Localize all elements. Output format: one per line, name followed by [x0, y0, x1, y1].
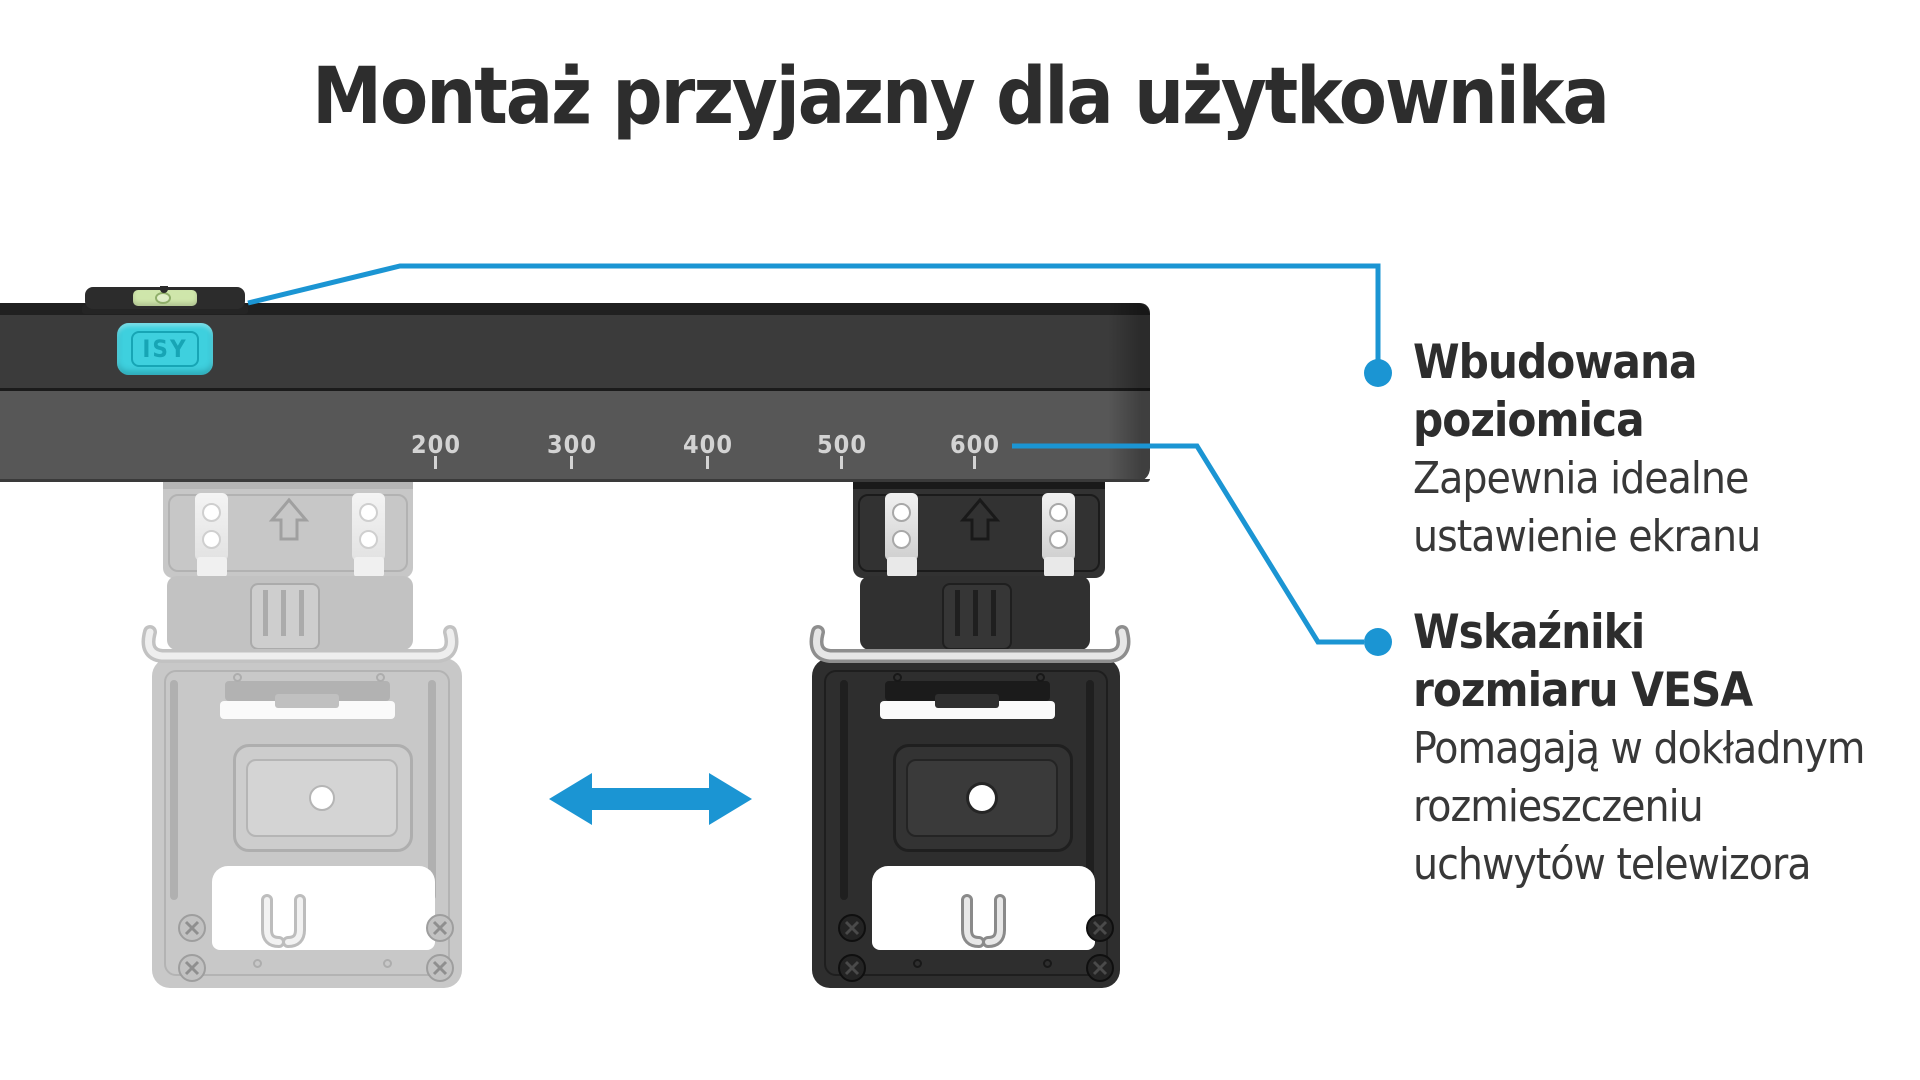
- black-metal-tab-right: [1042, 493, 1075, 561]
- scale-tick-600: [973, 456, 976, 469]
- gray-tab-extension: [197, 557, 227, 577]
- gray-top-slot-recess: [225, 681, 390, 701]
- black-tab-hole: [892, 503, 911, 522]
- gray-clamp-ridge: [281, 590, 286, 636]
- black-clamp-ridge: [955, 590, 960, 636]
- black-tab-hole: [1049, 530, 1068, 549]
- gray-top-slot: [220, 701, 395, 719]
- callout-level-body-line: ustawienie ekranu: [1413, 511, 1761, 562]
- vesa-scale-label-200: 200: [411, 430, 461, 459]
- black-plate-hole: [1036, 673, 1045, 682]
- callout-vesa: Wskaźniki rozmiaru VESA Pomagają w dokła…: [1413, 604, 1893, 894]
- black-hook-inner-frame: [858, 494, 1100, 572]
- gray-clamp-ridge: [299, 590, 304, 636]
- callout-level-body-line: Zapewnia idealne: [1413, 453, 1749, 504]
- gray-plate-hole: [383, 959, 392, 968]
- gray-tab-hole: [202, 530, 221, 549]
- scale-tick-500: [840, 456, 843, 469]
- spirit-level-notch: [160, 286, 168, 293]
- gray-tab-extension: [354, 557, 384, 577]
- black-plate-groove-right: [1086, 680, 1094, 900]
- black-slot-tab: [935, 694, 999, 708]
- black-plate-hole: [1043, 959, 1052, 968]
- callout-level-heading: Wbudowana poziomica: [1413, 335, 1698, 448]
- gray-screws: [178, 914, 454, 982]
- gray-clamp-ridge: [263, 590, 268, 636]
- callout-vesa-body-line: uchwytów telewizora: [1413, 839, 1812, 890]
- black-plate-outline: [824, 670, 1108, 976]
- callout-dot-level: [1364, 359, 1392, 387]
- vesa-scale-label-300: 300: [547, 430, 597, 459]
- black-plate-groove-left: [840, 680, 848, 900]
- gray-metal-tab-right: [352, 493, 385, 561]
- rail-bottom-edge: [0, 479, 1150, 482]
- black-center-hole: [969, 785, 995, 811]
- black-plate-hole: [913, 959, 922, 968]
- isy-logo-outline: ISY: [131, 331, 199, 367]
- black-hook-top-strip: [853, 482, 1105, 489]
- callout-vesa-body-line: Pomagają w dokładnym: [1413, 723, 1865, 774]
- gray-up-arrow-icon: [268, 497, 310, 541]
- gray-center-hole: [309, 785, 335, 811]
- gray-tab-hole: [202, 503, 221, 522]
- gray-tab-hole: [359, 530, 378, 549]
- gray-metal-tab-left: [195, 493, 228, 561]
- black-up-arrow-icon: [959, 497, 1001, 541]
- gray-plate-outline: [164, 670, 450, 976]
- black-clamp-ridge: [991, 590, 996, 636]
- gray-plate-groove-right: [428, 680, 436, 900]
- gray-plate-groove-left: [170, 680, 178, 900]
- rail-divider-line: [0, 388, 1150, 391]
- black-tab-hole: [1049, 503, 1068, 522]
- gray-hook-top-strip: [163, 482, 413, 489]
- black-top-slot-recess: [885, 681, 1050, 701]
- callout-level: Wbudowana poziomica Zapewnia idealne ust…: [1413, 334, 1893, 566]
- gray-spring-wire: [141, 625, 459, 663]
- black-tab-hole: [892, 530, 911, 549]
- page-title: Montaż przyjazny dla użytkownika: [312, 52, 1610, 142]
- black-metal-tab-left: [885, 493, 918, 561]
- callout-vesa-body-line: rozmieszczeniu: [1413, 781, 1704, 832]
- black-spring-wire: [809, 625, 1131, 663]
- callout-vesa-heading-line: Wskaźniki: [1413, 605, 1645, 660]
- gray-clip-hooks: [261, 894, 306, 948]
- gray-slot-tab: [275, 694, 339, 708]
- black-tab-extension: [1044, 557, 1074, 577]
- spirit-level-base: [82, 305, 248, 314]
- isy-logo: ISY: [117, 323, 213, 375]
- scale-tick-200: [434, 456, 437, 469]
- black-top-slot: [880, 701, 1055, 719]
- callout-line-vesa: [1012, 443, 1364, 645]
- rail-right-edge-shading: [1108, 303, 1150, 482]
- black-tab-extension: [887, 557, 917, 577]
- black-screws: [838, 914, 1114, 982]
- scale-tick-400: [706, 456, 709, 469]
- black-clamp-ridge: [973, 590, 978, 636]
- gray-bottom-cutout: [212, 866, 435, 950]
- gray-plate-hole: [233, 673, 242, 682]
- callout-dot-vesa: [1364, 628, 1392, 656]
- gray-tab-hole: [359, 503, 378, 522]
- vesa-scale-label-500: 500: [817, 430, 867, 459]
- gray-plate-hole: [376, 673, 385, 682]
- rail-top-edge: [0, 303, 1150, 315]
- gray-plate-hole: [253, 959, 262, 968]
- spirit-level-bubble: [155, 292, 171, 304]
- black-plate-hole: [893, 673, 902, 682]
- vesa-scale-label-600: 600: [950, 430, 1000, 459]
- black-bottom-cutout: [872, 866, 1095, 950]
- vesa-scale-label-400: 400: [683, 430, 733, 459]
- scale-tick-300: [570, 456, 573, 469]
- black-clip-hooks: [961, 894, 1006, 948]
- callout-line-level: [247, 263, 1381, 360]
- isy-logo-text: ISY: [142, 335, 188, 363]
- double-arrow-icon: [549, 773, 752, 825]
- gray-hook-inner-frame: [168, 494, 408, 572]
- callout-vesa-heading-line: rozmiaru VESA: [1413, 663, 1753, 718]
